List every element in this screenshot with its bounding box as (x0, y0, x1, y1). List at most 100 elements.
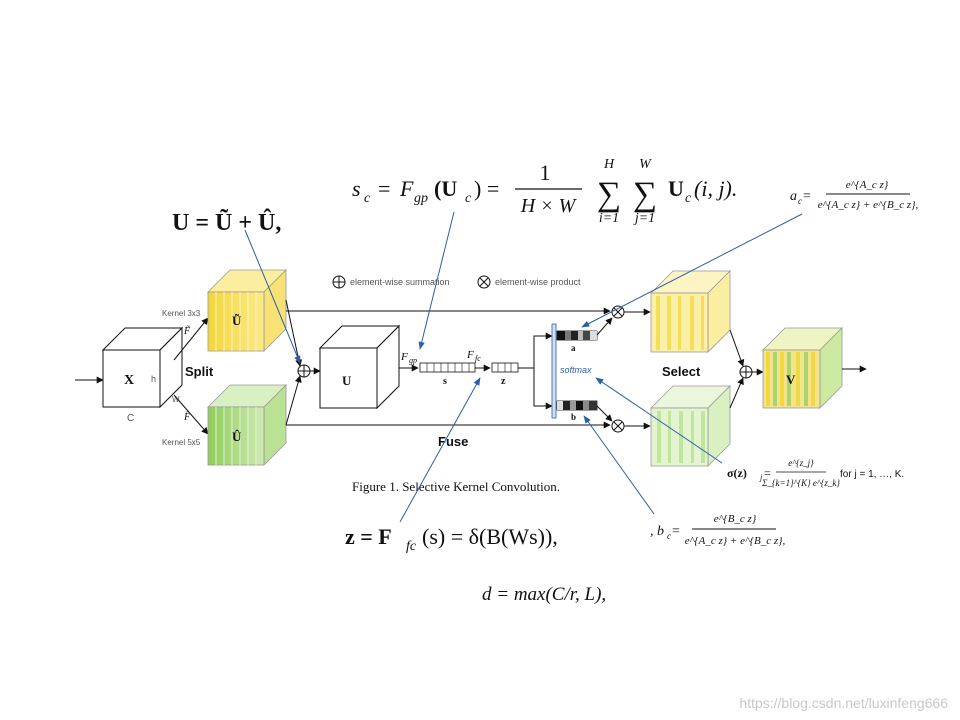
bc-sub: c (667, 531, 671, 541)
f-tilde-label: F̃ (183, 324, 191, 337)
h-label: h (151, 374, 156, 384)
f-fc-sub: fc (475, 354, 481, 363)
c-label: C (127, 413, 134, 424)
sc-F: F (399, 176, 414, 201)
bottom-to-sum-line (285, 375, 302, 426)
split-label: Split (185, 364, 214, 379)
watermark: https://blog.csdn.net/luxinfeng666 (739, 695, 948, 711)
sum-node (297, 364, 311, 378)
u-hat-block: Û (207, 384, 287, 466)
pointer-z-to-ffc (399, 377, 481, 523)
f-gp-sub: gp (409, 356, 417, 365)
sc-arg-sub: c (465, 191, 472, 206)
pointer-arrows (244, 211, 803, 523)
formula-z: z = F fc (s) = δ(B(Ws)), (345, 524, 558, 554)
figure-caption: Figure 1. Selective Kernel Convolution. (352, 479, 560, 494)
sigma-sub: j (759, 473, 763, 482)
f-gp-label: F (400, 351, 408, 363)
v-label: V (786, 372, 796, 387)
pointer-sc-to-fgp (418, 211, 455, 350)
sc-lhs: s (352, 176, 361, 201)
formula-sc: s c = F gp (U c ) = 1 H × W H ∑ i=1 W ∑ … (352, 157, 737, 226)
sc-tail-args: (i, j). (694, 176, 737, 201)
v-block: V (762, 327, 843, 409)
ac-den: e^{A_c z} + e^{B_c z}, (818, 199, 919, 211)
s-label: s (443, 376, 447, 387)
formula-ac: a c = e^{A_c z} e^{A_c z} + e^{B_c z}, (790, 179, 919, 211)
bc-eq: = (672, 524, 680, 539)
formula-sigma: σ(z) j = e^{z_j} Σ_{k=1}^{K} e^{z_k} for… (727, 458, 904, 488)
softmax-bar (551, 323, 557, 419)
sigma-lhs: σ(z) (727, 466, 747, 480)
split-line-bottom (173, 394, 209, 435)
pointer-bc-to-b (583, 415, 655, 515)
sc-eq: = (378, 176, 390, 201)
sc-F-sub: gp (414, 191, 428, 206)
sc-sub: c (364, 191, 371, 206)
z-eq: z = F (345, 524, 392, 549)
green-to-sum-line (729, 377, 744, 409)
product-node-bottom (611, 419, 625, 433)
ac-lhs: a (790, 189, 797, 204)
sc-frac-den: H × W (520, 195, 578, 217)
ac-eq: = (803, 189, 811, 204)
f-fc-label: F (466, 349, 474, 361)
a-label: a (571, 343, 576, 353)
sigma-cond: for j = 1, …, K. (840, 469, 904, 480)
bc-num: e^{B_c z} (714, 513, 757, 525)
x-block: X h W C (101, 326, 184, 424)
u-label: U (342, 373, 352, 388)
sc-sum2-sigma: ∑ (633, 176, 657, 213)
select-label: Select (662, 364, 701, 379)
sc-sum2-bot: j=1 (633, 211, 655, 226)
sc-sum1-top: H (603, 157, 615, 172)
split-line-top (173, 317, 209, 361)
fuse-label: Fuse (438, 434, 468, 449)
pointer-ac-to-a (581, 213, 803, 328)
formula-bc: , b c = e^{B_c z} e^{A_c z} + e^{B_c z}, (650, 513, 786, 547)
formula-u-sum: U = Ũ + Û, (172, 209, 281, 236)
kernel3-label: Kernel 3x3 (162, 309, 201, 318)
b-vector: b (556, 400, 598, 422)
select-green-block (650, 385, 731, 467)
formula-d: d = max(C/r, L), (482, 584, 606, 605)
bc-den: e^{A_c z} + e^{B_c z}, (685, 535, 786, 547)
yellow-to-sum-line (729, 329, 745, 367)
pointer-usum-to-sum (244, 229, 301, 364)
sc-sum1-bot: i=1 (599, 211, 619, 226)
legend-prod-label: element-wise product (495, 277, 581, 287)
z-rhs: (s) = δ(B(Ws)), (422, 524, 558, 549)
kernel5-label: Kernel 5x5 (162, 438, 201, 447)
pointer-sigma-to-softmax (595, 377, 723, 464)
z-to-b-line (533, 368, 553, 410)
u-tilde-block: Ũ (207, 269, 287, 352)
select-yellow-block (650, 270, 731, 353)
sc-sum1-sigma: ∑ (597, 176, 621, 213)
a-vector: a (556, 330, 598, 353)
sc-tail: U (668, 176, 684, 201)
s-vector: s (419, 362, 476, 387)
u-block: U (318, 324, 401, 410)
sigma-eq: = (764, 466, 771, 480)
legend-sum-label: element-wise summation (350, 277, 450, 287)
a-to-product-line (596, 317, 613, 336)
sc-tail-sub: c (685, 191, 692, 206)
product-node-top (611, 305, 625, 319)
u-tilde-label: Ũ (232, 313, 242, 328)
softmax-label: softmax (560, 365, 592, 375)
z-to-a-line (518, 332, 553, 369)
sigma-num: e^{z_j} (788, 458, 814, 468)
product-symbol-icon (477, 275, 491, 289)
w-label: W (172, 395, 180, 404)
sc-arg: (U (434, 176, 457, 201)
sc-frac-num: 1 (540, 160, 551, 185)
legend: element-wise summation element-wise prod… (332, 275, 581, 289)
ac-sub: c (798, 196, 802, 206)
u-hat-label: Û (232, 429, 242, 444)
z-F-sub: fc (406, 539, 417, 554)
ac-num: e^{A_c z} (846, 179, 889, 191)
bc-lhs: , b (650, 524, 664, 539)
sc-sum2-top: W (639, 157, 652, 172)
